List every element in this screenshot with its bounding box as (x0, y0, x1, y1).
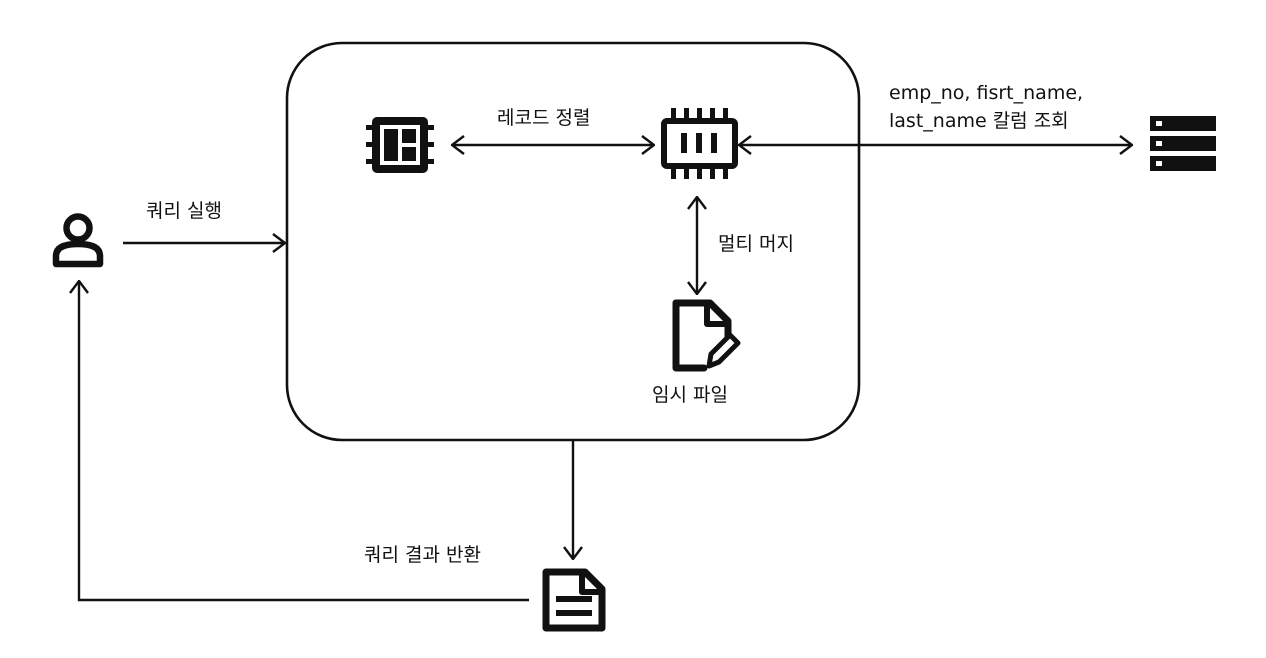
database-server-box (285, 41, 861, 442)
temp-file-label: 임시 파일 (652, 384, 728, 406)
result-user-arrow (79, 281, 529, 602)
sort-label: 레코드 정렬 (497, 107, 591, 129)
file-edit-icon (672, 299, 741, 372)
sort-buffer-icon (366, 117, 434, 173)
columns-label-line1: emp_no, fisrt_name, (889, 82, 1084, 104)
memory-chip-icon (661, 108, 738, 179)
document-icon (542, 568, 606, 632)
columns-label-line2: last_name 칼럼 조회 (889, 110, 1069, 132)
merge-label: 멀티 머지 (718, 233, 794, 255)
user-icon (52, 213, 104, 268)
server-storage-icon (1150, 116, 1216, 171)
execute-query-label: 쿼리 실행 (146, 200, 222, 222)
result-label: 쿼리 결과 반환 (364, 544, 481, 566)
